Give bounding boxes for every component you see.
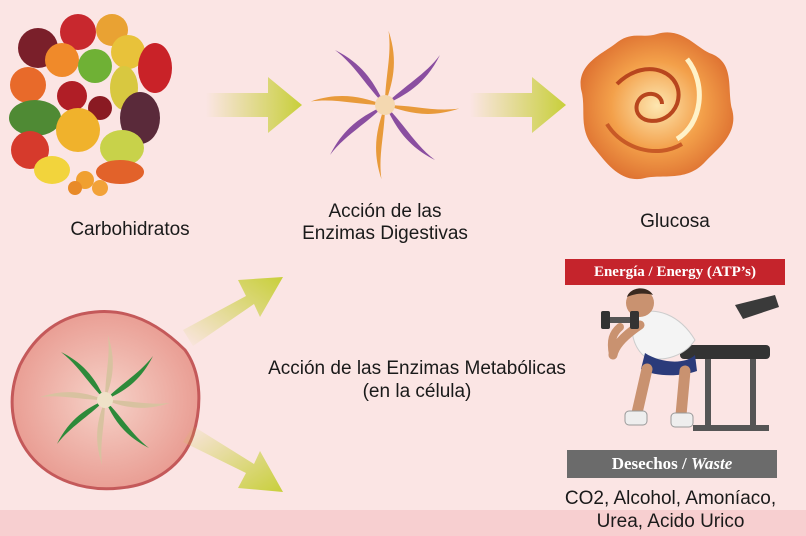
waste-badge-spanish: Desechos / xyxy=(611,454,692,473)
bottom-band xyxy=(0,510,806,536)
waste-list-line1: CO2, Alcohol, Amoníaco, xyxy=(564,488,777,509)
digestive-enzyme-swirl-image xyxy=(310,30,460,180)
cell-image xyxy=(10,310,201,491)
digestive-enzymes-label-line1: Acción de las xyxy=(328,201,442,222)
carbohydrates-label: Carbohidratos xyxy=(70,219,190,240)
man-lifting-dumbbell-image xyxy=(601,288,779,431)
arrow-right-icon xyxy=(470,77,566,133)
glucose-image xyxy=(580,32,734,180)
arrow-up-right-icon xyxy=(183,277,283,346)
digestive-enzymes-label-line2: Enzimas Digestivas xyxy=(302,223,468,244)
waste-list-line2: Urea, Acido Urico xyxy=(596,511,745,532)
waste-badge-english: Waste xyxy=(691,454,733,473)
metabolic-enzymes-label-line1: Acción de las Enzimas Metabólicas xyxy=(268,358,566,379)
metabolic-enzymes-label-line2: (en la célula) xyxy=(362,381,472,402)
waste-badge: Desechos / Waste xyxy=(567,450,777,478)
fruit-pile-image xyxy=(9,14,172,196)
arrow-down-right-icon xyxy=(183,426,283,492)
energy-badge: Energía / Energy (ATP’s) xyxy=(565,259,785,285)
arrow-right-icon xyxy=(206,77,302,133)
glucose-label: Glucosa xyxy=(640,211,710,232)
